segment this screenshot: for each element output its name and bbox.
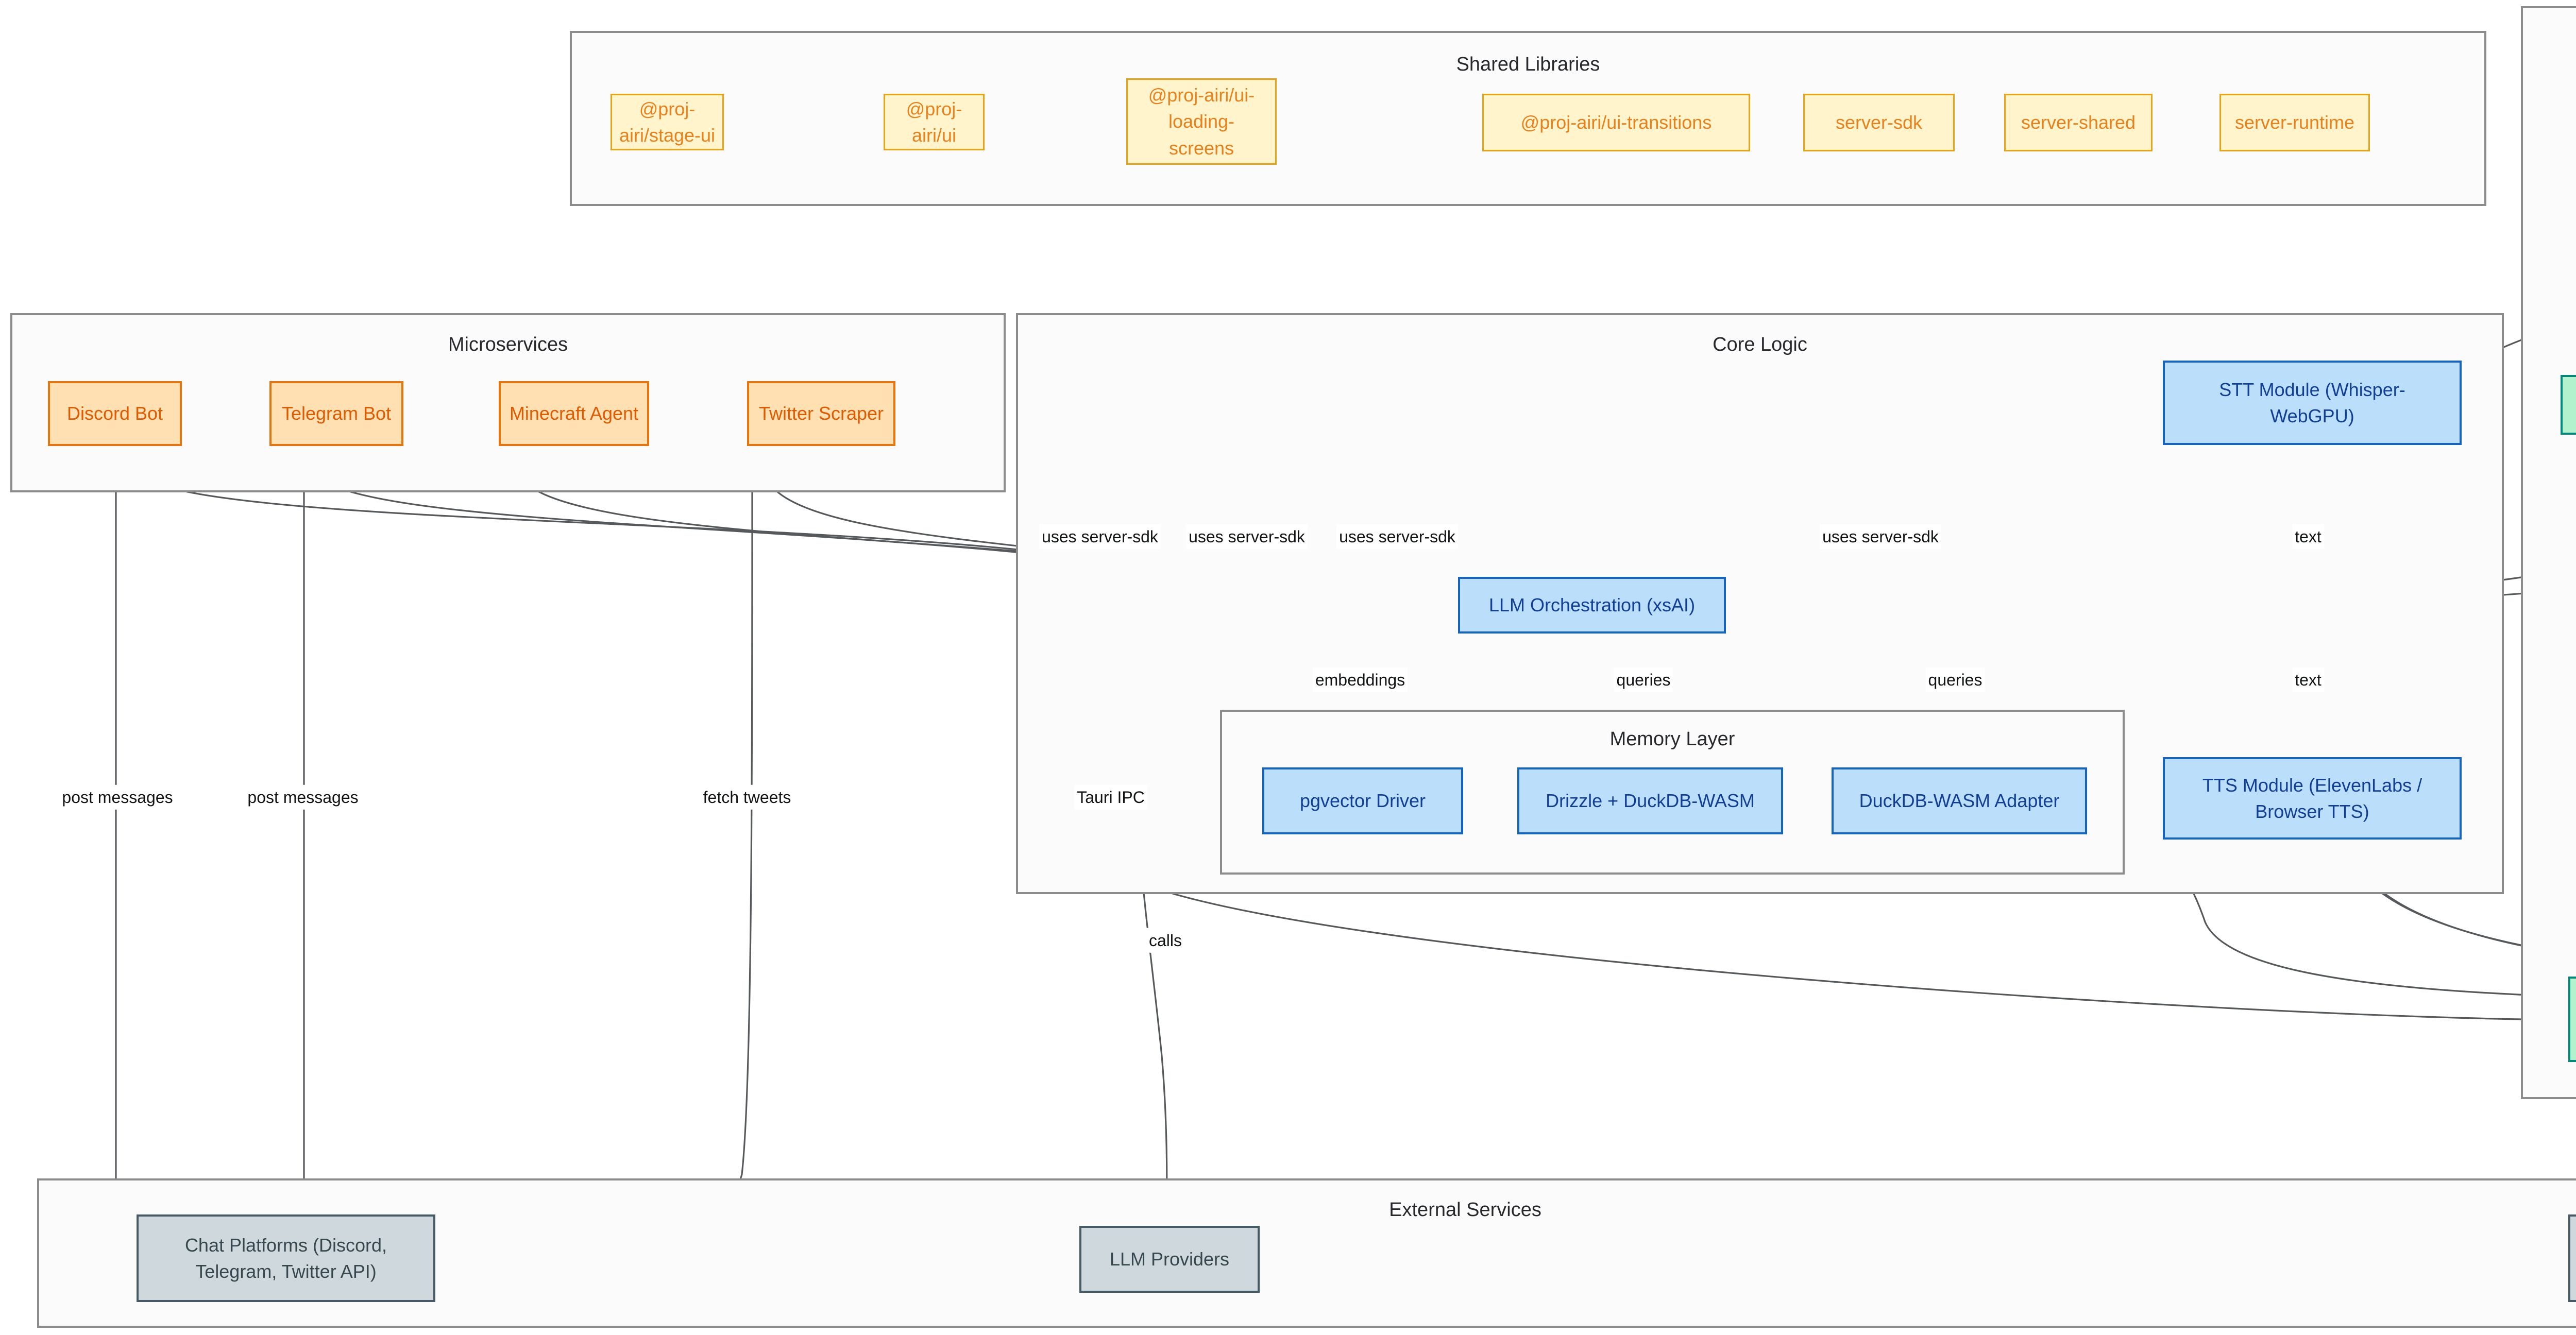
node-discord-bot[interactable]: Discord Bot — [48, 381, 182, 446]
node-minecraft-agent[interactable]: Minecraft Agent — [499, 381, 649, 446]
edge-label-text-2: text — [2292, 667, 2324, 693]
edge-label-uses-server-sdk-1: uses server-sdk — [1039, 524, 1161, 550]
edge-label-queries-2: queries — [1925, 667, 1985, 693]
node-telegram-bot[interactable]: Telegram Bot — [269, 381, 403, 446]
edge-label-fetch-tweets: fetch tweets — [700, 784, 794, 810]
cluster-title-microservices: Microservices — [448, 334, 568, 355]
edge-label-queries-1: queries — [1614, 667, 1673, 693]
node-ui[interactable]: @proj-airi/ui — [884, 94, 985, 150]
cluster-title-shared-libraries: Shared Libraries — [1456, 54, 1600, 75]
cluster-title-memory-layer: Memory Layer — [1609, 728, 1735, 750]
node-server-runtime[interactable]: server-runtime — [2219, 94, 2370, 151]
node-browser-ui[interactable]: Browser UI: stage-web — [2561, 375, 2576, 435]
edge-label-text-1: text — [2292, 524, 2324, 550]
node-tts-module[interactable]: TTS Module (ElevenLabs / Browser TTS) — [2163, 757, 2462, 840]
edge-label-post-messages-1: post messages — [59, 784, 176, 810]
edge-label-tauri-ipc: Tauri IPC — [1074, 784, 1147, 810]
node-ui-loading-screens[interactable]: @proj-airi/ui-loading- screens — [1126, 78, 1277, 165]
node-pgvector-driver[interactable]: pgvector Driver — [1262, 767, 1463, 834]
node-chat-platforms[interactable]: Chat Platforms (Discord, Telegram, Twitt… — [137, 1214, 435, 1302]
cluster-title-core-logic: Core Logic — [1713, 334, 1807, 355]
node-llm-orchestration[interactable]: LLM Orchestration (xsAI) — [1458, 577, 1726, 634]
node-game-servers[interactable]: Game Servers (Minecraft, Factorio) — [2568, 1214, 2576, 1302]
edge-label-embeddings: embeddings — [1312, 667, 1408, 693]
node-twitter-scraper[interactable]: Twitter Scraper — [747, 381, 895, 446]
edge-label-uses-server-sdk-3: uses server-sdk — [1336, 524, 1458, 550]
node-ui-transitions[interactable]: @proj-airi/ui-transitions — [1482, 94, 1750, 151]
edge-label-uses-server-sdk-2: uses server-sdk — [1186, 524, 1308, 550]
node-llm-providers[interactable]: LLM Providers — [1079, 1226, 1260, 1293]
cluster-title-external-services: External Services — [1389, 1199, 1541, 1221]
node-drizzle-duckdb-wasm[interactable]: Drizzle + DuckDB-WASM — [1517, 767, 1783, 834]
cluster-title-ui-clients: UI Clients — [2523, 20, 2576, 42]
node-stt-module[interactable]: STT Module (Whisper- WebGPU) — [2163, 361, 2462, 445]
node-server-sdk[interactable]: server-sdk — [1803, 94, 1955, 151]
node-duckdb-wasm-adapter[interactable]: DuckDB-WASM Adapter — [1832, 767, 2087, 834]
cluster-ui-clients: UI Clients — [2521, 6, 2576, 1099]
edge-label-calls: calls — [1146, 928, 1185, 953]
edge-label-post-messages-2: post messages — [245, 784, 361, 810]
node-stage-ui[interactable]: @proj-airi/stage-ui — [611, 94, 724, 150]
node-server-shared[interactable]: server-shared — [2004, 94, 2153, 151]
cluster-external-services: External Services — [37, 1178, 2576, 1328]
edge-label-uses-server-sdk-4: uses server-sdk — [1820, 524, 1941, 550]
node-desktop-ui[interactable]: Desktop UI (Tamagotchi/Tauri) — [2568, 977, 2576, 1062]
